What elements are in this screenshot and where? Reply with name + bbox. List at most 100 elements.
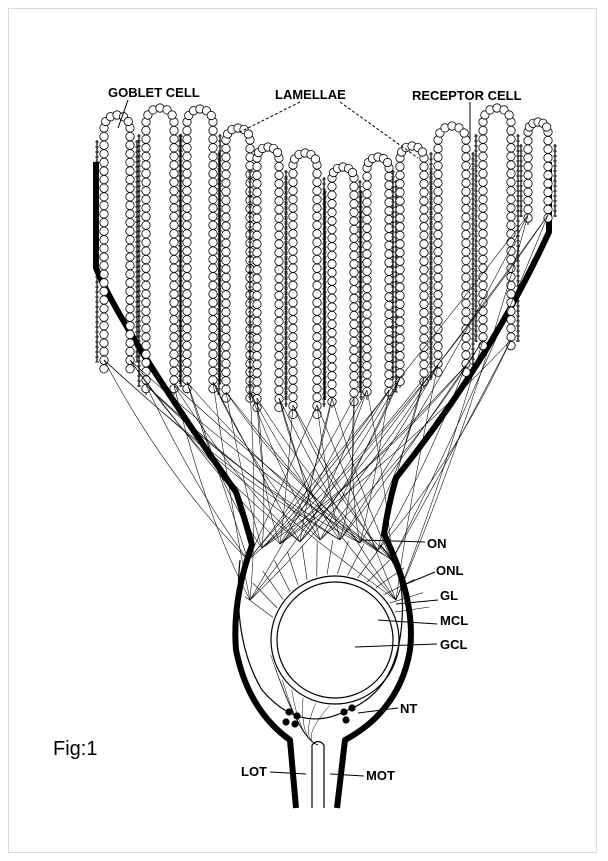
receptor-cell [253, 309, 261, 317]
receptor-cell [289, 221, 297, 229]
receptor-cell [209, 238, 217, 246]
receptor-cell [479, 212, 487, 220]
receptor-cell [479, 195, 487, 203]
receptor-cell [209, 359, 217, 367]
receptor-cell [126, 184, 134, 192]
receptor-cell [420, 334, 428, 342]
receptor-cell [275, 377, 283, 385]
receptor-cell [462, 205, 470, 213]
receptor-cell [168, 111, 176, 119]
receptor-cell [126, 253, 134, 261]
receptor-cell [100, 184, 108, 192]
receptor-cell [170, 307, 178, 315]
receptor-cell [507, 178, 515, 186]
receptor-cell [222, 170, 230, 178]
receptor-cell [328, 363, 336, 371]
receptor-cell [209, 350, 217, 358]
receptor-cell [289, 316, 297, 324]
receptor-cell [544, 154, 552, 162]
receptor-cell [328, 268, 336, 276]
receptor-cell [209, 144, 217, 152]
receptor-cell [350, 337, 358, 345]
receptor-cell [507, 169, 515, 177]
receptor-cell [396, 326, 404, 334]
receptor-cell [209, 324, 217, 332]
receptor-cell [275, 386, 283, 394]
receptor-cell [313, 204, 321, 212]
receptor-cell [479, 333, 487, 341]
receptor-cell [462, 351, 470, 359]
receptor-cell [350, 260, 358, 268]
receptor-cell [222, 282, 230, 290]
figure-caption: Fig:1 [53, 738, 97, 760]
receptor-cell [396, 223, 404, 231]
receptor-cell [479, 187, 487, 195]
receptor-cell [479, 152, 487, 160]
receptor-cell [100, 339, 108, 347]
receptor-cell [222, 368, 230, 376]
receptor-cell [350, 320, 358, 328]
receptor-cell [275, 283, 283, 291]
receptor-cell [183, 281, 191, 289]
receptor-cell [100, 167, 108, 175]
receptor-cell [253, 369, 261, 377]
receptor-cell [222, 325, 230, 333]
receptor-cell [183, 152, 191, 160]
receptor-cell [385, 224, 393, 232]
receptor-cell [544, 171, 552, 179]
receptor-cell [183, 359, 191, 367]
receptor-cell [183, 204, 191, 212]
receptor-cell [142, 264, 150, 272]
receptor-cell [275, 188, 283, 196]
receptor-cell [209, 341, 217, 349]
receptor-cell [183, 367, 191, 375]
receptor-cell [313, 187, 321, 195]
receptor-cell [313, 221, 321, 229]
receptor-cell [126, 218, 134, 226]
receptor-cell [507, 324, 515, 332]
receptor-cell [275, 326, 283, 334]
receptor-cell [434, 273, 442, 281]
receptor-cell [313, 178, 321, 186]
receptor-cell [142, 178, 150, 186]
receptor-cell [434, 162, 442, 170]
receptor-cell [209, 264, 217, 272]
receptor-cell [434, 282, 442, 290]
receptor-cell [100, 210, 108, 218]
receptor-cell [420, 171, 428, 179]
receptor-cell [350, 389, 358, 397]
receptor-cell [183, 212, 191, 220]
receptor-cell [253, 214, 261, 222]
receptor-cell [462, 256, 470, 264]
receptor-cell [100, 261, 108, 269]
receptor-cell [479, 126, 487, 134]
receptor-cell [507, 255, 515, 263]
receptor-cell [462, 265, 470, 273]
receptor-cell [100, 322, 108, 330]
receptor-cell [328, 294, 336, 302]
receptor-cell [253, 291, 261, 299]
receptor-cell [434, 144, 442, 152]
receptor-cell [350, 372, 358, 380]
receptor-cell [222, 342, 230, 350]
receptor-cell [313, 290, 321, 298]
lamella-7 [323, 163, 363, 408]
receptor-cell [222, 187, 230, 195]
lamella-8 [358, 153, 398, 400]
receptor-cell [100, 313, 108, 321]
receptor-cell [328, 303, 336, 311]
receptor-cell [420, 231, 428, 239]
receptor-cell [222, 359, 230, 367]
receptor-cell [170, 350, 178, 358]
receptor-cell [328, 277, 336, 285]
receptor-cell [142, 247, 150, 255]
receptor-cell [328, 354, 336, 362]
receptor-cell [462, 230, 470, 238]
receptor-cell [183, 290, 191, 298]
receptor-cell [289, 333, 297, 341]
receptor-cell [396, 162, 404, 170]
receptor-cell [396, 283, 404, 291]
receptor-cell [420, 309, 428, 317]
receptor-cell [385, 362, 393, 370]
receptor-cell [170, 324, 178, 332]
